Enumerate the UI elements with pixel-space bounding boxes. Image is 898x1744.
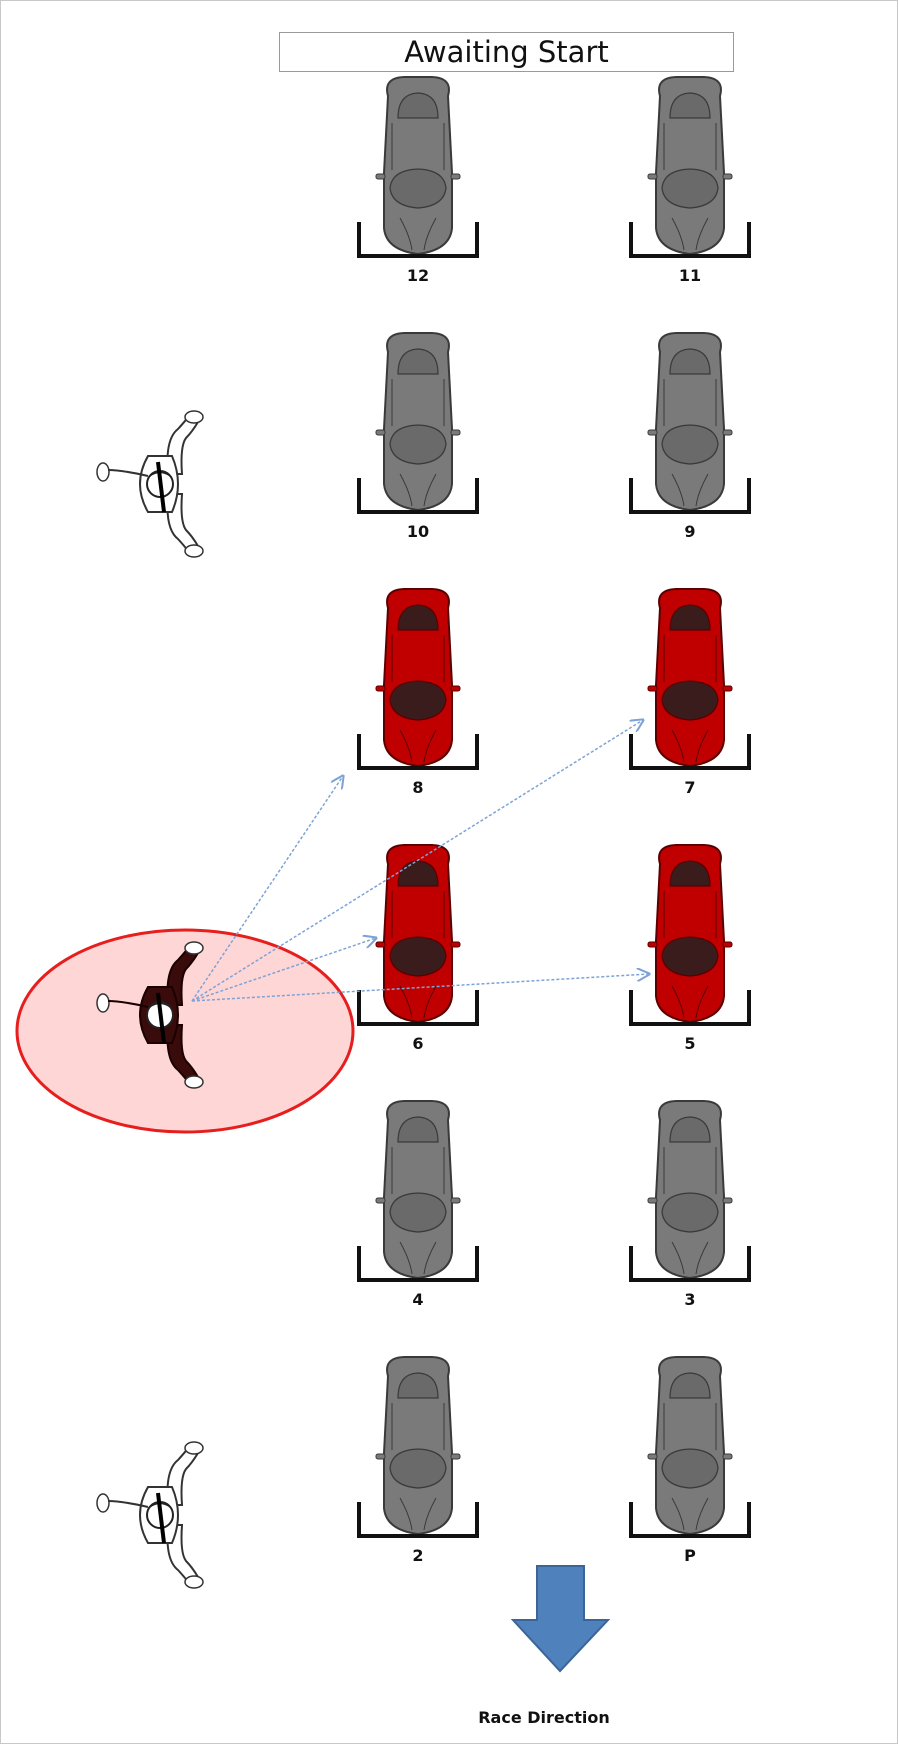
grid-slot-12: 12 — [359, 77, 477, 285]
race-car-idle — [648, 1357, 732, 1534]
grid-slot-8: 8 — [359, 589, 477, 797]
grid-slot-7: 7 — [631, 589, 749, 797]
grid-slot-6: 6 — [359, 845, 477, 1053]
grid-slot-label: 2 — [412, 1546, 423, 1565]
grid-slot-9: 9 — [631, 333, 749, 541]
grid-slot-label: 7 — [684, 778, 695, 797]
grid-slot-4: 4 — [359, 1101, 477, 1309]
grid-slot-label: 3 — [684, 1290, 695, 1309]
upper-marshal — [97, 411, 203, 557]
race-direction-label: Race Direction — [478, 1708, 610, 1727]
grid-slot-label: 10 — [407, 522, 429, 541]
grid-slot-label: 12 — [407, 266, 429, 285]
grid-slot-3: 3 — [631, 1101, 749, 1309]
race-car-idle — [648, 333, 732, 510]
down-arrow-icon — [513, 1566, 608, 1671]
race-car-active — [648, 589, 732, 766]
grid-slot-label: 4 — [412, 1290, 423, 1309]
grid-slot-p: P — [631, 1357, 749, 1565]
race-car-idle — [648, 1101, 732, 1278]
race-car-active — [376, 589, 460, 766]
race-car-active — [376, 845, 460, 1022]
grid-slot-label: 5 — [684, 1034, 695, 1053]
race-car-idle — [376, 1101, 460, 1278]
grid-slot-10: 10 — [359, 333, 477, 541]
grid-slot-label: 6 — [412, 1034, 423, 1053]
grid-slot-5: 5 — [631, 845, 749, 1053]
grid-slot-2: 2 — [359, 1357, 477, 1565]
race-car-idle — [376, 1357, 460, 1534]
grid-slot-label: 8 — [412, 778, 423, 797]
race-car-idle — [376, 77, 460, 254]
race-car-active — [648, 845, 732, 1022]
grid-slot-11: 11 — [631, 77, 749, 285]
lower-marshal — [97, 1442, 203, 1588]
race-car-idle — [648, 77, 732, 254]
race-car-idle — [376, 333, 460, 510]
grid-slot-label: 9 — [684, 522, 695, 541]
grid-slot-label: 11 — [679, 266, 701, 285]
grid-slot-label: P — [684, 1546, 696, 1565]
